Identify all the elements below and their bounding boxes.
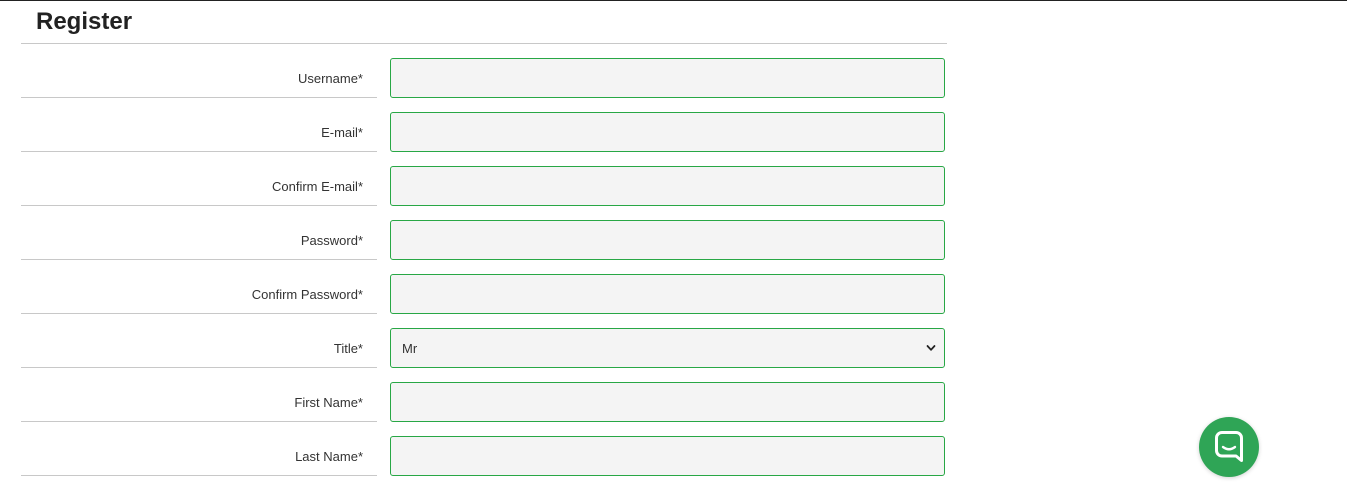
- chat-bubble-icon: [1215, 431, 1243, 462]
- form-row-email: E-mail*: [21, 98, 947, 152]
- username-label: Username*: [297, 71, 363, 86]
- last-name-label: Last Name*: [295, 449, 363, 464]
- form-row-confirm-email: Confirm E-mail*: [21, 152, 947, 206]
- title-label: Title*: [333, 341, 363, 356]
- email-label: E-mail*: [321, 125, 363, 140]
- confirm-password-label: Confirm Password*: [251, 287, 363, 302]
- first-name-input[interactable]: [390, 382, 945, 422]
- last-name-input[interactable]: [390, 436, 945, 476]
- username-input[interactable]: [390, 58, 945, 98]
- form-row-title: Title* Mr: [21, 314, 947, 368]
- form-row-password: Password*: [21, 206, 947, 260]
- password-input[interactable]: [390, 220, 945, 260]
- register-form: Register Username* E-mail* Confirm E-mai…: [21, 1, 947, 476]
- email-input[interactable]: [390, 112, 945, 152]
- first-name-label: First Name*: [294, 395, 363, 410]
- confirm-email-label: Confirm E-mail*: [271, 179, 363, 194]
- form-row-first-name: First Name*: [21, 368, 947, 422]
- form-row-last-name: Last Name*: [21, 422, 947, 476]
- page-title: Register: [21, 1, 947, 44]
- title-select[interactable]: Mr: [390, 328, 945, 368]
- password-label: Password*: [300, 233, 363, 248]
- form-row-confirm-password: Confirm Password*: [21, 260, 947, 314]
- top-border: [0, 0, 1347, 1]
- confirm-email-input[interactable]: [390, 166, 945, 206]
- chat-launcher-button[interactable]: [1199, 417, 1259, 477]
- form-row-username: Username*: [21, 44, 947, 98]
- confirm-password-input[interactable]: [390, 274, 945, 314]
